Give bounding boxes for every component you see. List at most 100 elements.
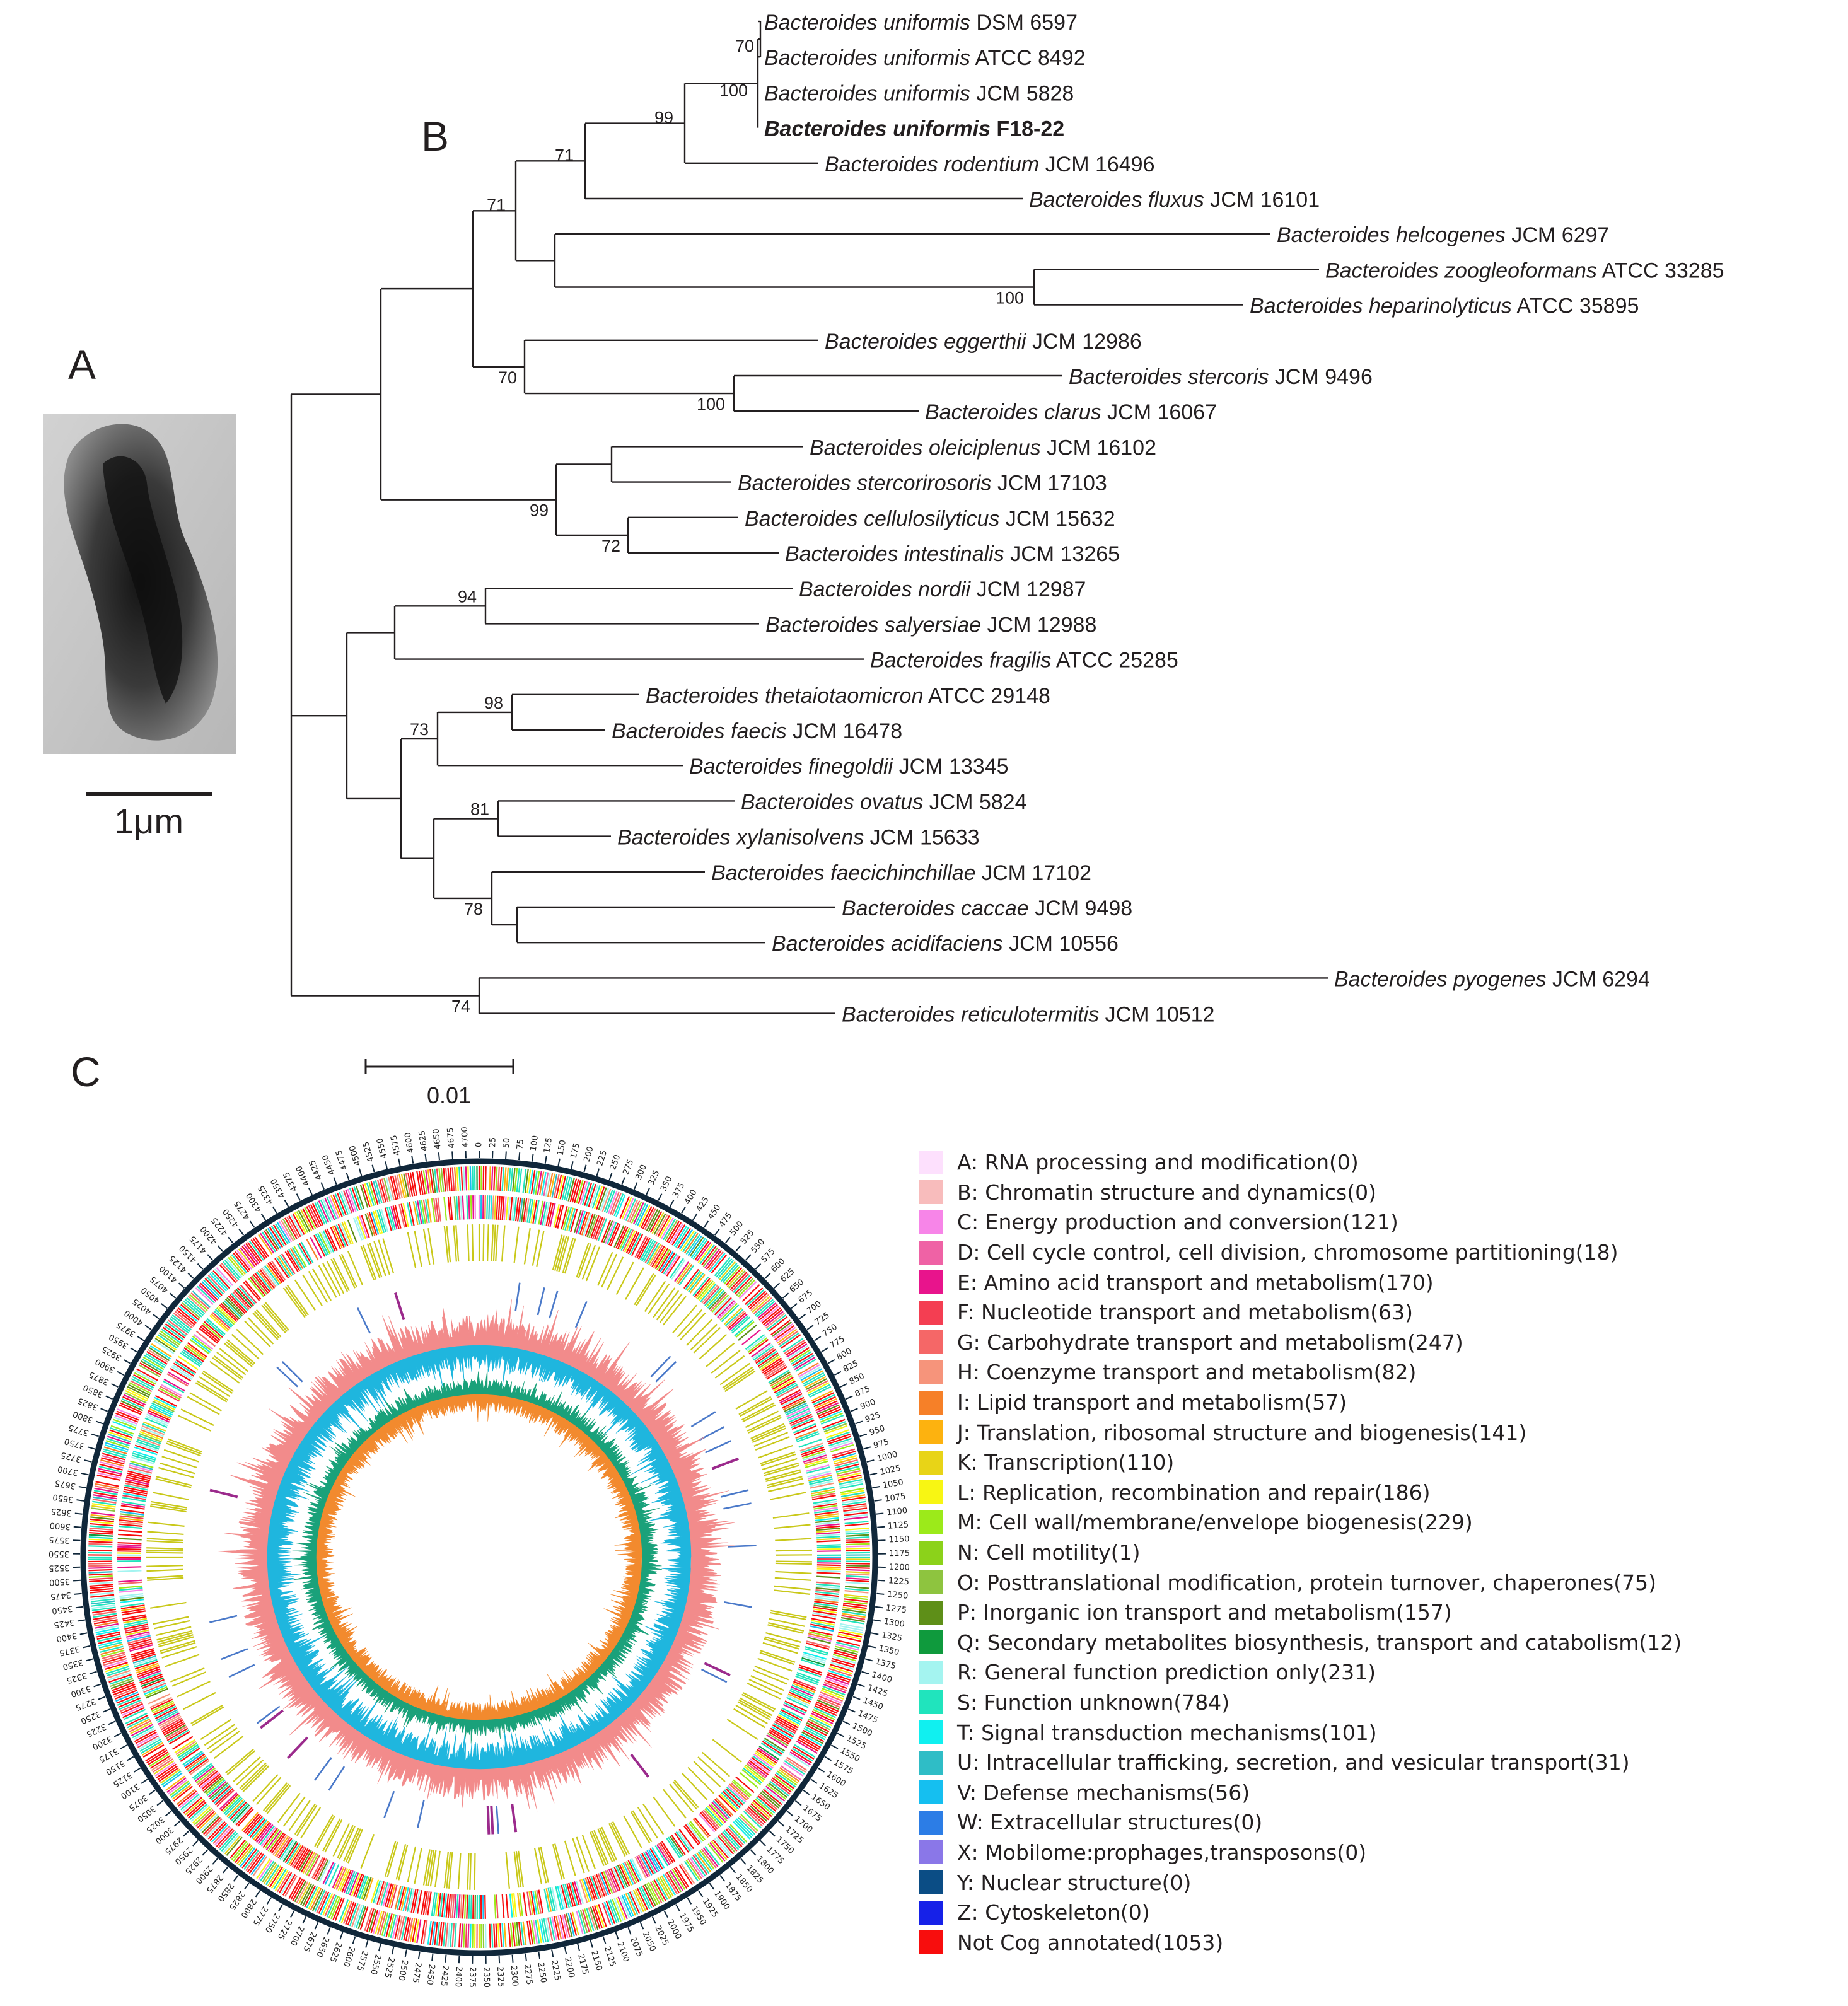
ncrna-feature [491,1224,494,1261]
cog-forward-strand-feature [613,1193,624,1217]
cog-reverse-strand-feature [758,1354,780,1369]
cog-reverse-strand-feature [202,1775,222,1792]
ncrna-feature [455,1225,460,1262]
cog-forward-strand-feature [820,1690,844,1700]
cog-reverse-strand-feature [182,1348,203,1364]
ncrna-feature [564,1840,576,1876]
cog-reverse-strand-feature [701,1284,719,1304]
cog-reverse-strand-feature [119,1513,144,1517]
cog-forward-strand-feature [284,1875,298,1897]
genome-tick [845,1395,853,1400]
cog-reverse-strand-feature [816,1570,841,1573]
cog-forward-strand-feature [465,1166,468,1191]
cog-reverse-strand-feature [189,1338,210,1355]
cog-forward-strand-feature [508,1923,511,1947]
cog-forward-strand-feature [95,1483,119,1490]
cog-reverse-strand-feature [123,1620,148,1626]
cog-reverse-strand-feature [141,1679,165,1690]
cog-reverse-strand-feature [776,1717,798,1731]
cog-forward-strand-feature [171,1783,192,1800]
cog-reverse-strand-feature [777,1714,800,1727]
cog-forward-strand-feature [798,1364,820,1377]
cog-forward-strand-feature [657,1877,670,1899]
cog-forward-strand-feature [168,1778,188,1795]
cog-reverse-strand-feature [234,1806,252,1824]
cog-forward-strand-feature [833,1454,857,1463]
cog-forward-strand-feature [543,1172,549,1197]
genome-tick-label: 775 [828,1334,847,1350]
ncrna-feature [739,1697,772,1717]
cog-forward-strand-feature [177,1307,197,1324]
cog-forward-strand-feature [334,1193,345,1217]
cog-forward-strand-feature [192,1806,211,1824]
cog-reverse-strand-feature [136,1664,160,1674]
cog-reverse-strand-feature [812,1612,837,1618]
cog-reverse-strand-feature [392,1205,400,1229]
cog-forward-strand-feature [182,1302,201,1319]
legend-label: R: General function prediction only(231) [957,1660,1376,1685]
tree-taxon-label: Bacteroides uniformis DSM 6597 [764,11,1078,35]
cog-reverse-strand-feature [431,1198,436,1222]
cog-forward-strand-feature [153,1339,175,1354]
cog-reverse-strand-feature [125,1478,149,1485]
cog-reverse-strand-feature [222,1795,240,1813]
cog-reverse-strand-feature [183,1347,204,1362]
cog-forward-strand-feature [359,1906,369,1930]
genome-tick [786,1811,794,1817]
cog-forward-strand-feature [576,1180,584,1204]
ncrna-feature [330,1258,349,1292]
cog-forward-strand-feature [398,1916,405,1940]
ncrna-feature [384,1841,397,1877]
cog-reverse-strand-feature [149,1408,171,1420]
cog-forward-strand-feature [260,1232,275,1254]
genome-tick [105,1395,113,1400]
cog-forward-strand-feature [832,1654,857,1662]
cog-reverse-strand-feature [135,1662,159,1672]
cog-forward-strand-feature [92,1608,117,1614]
cog-forward-strand-feature [632,1889,644,1912]
cog-forward-strand-feature [497,1166,500,1191]
legend-swatch [919,1150,943,1174]
cog-forward-strand-feature [294,1880,307,1903]
cog-forward-strand-feature [842,1499,866,1504]
cog-forward-strand-feature [844,1587,869,1592]
cog-forward-strand-feature [127,1386,149,1398]
tree-taxon-label: Bacteroides cellulosilyticus JCM 15632 [745,507,1115,531]
genome-tick-label: 4700 [460,1127,470,1148]
legend-swatch [919,1420,943,1445]
cog-forward-strand-feature [812,1394,835,1406]
cog-reverse-strand-feature [125,1476,150,1483]
cog-forward-strand-feature [108,1434,131,1443]
genome-backbone-ring [80,1158,878,1956]
cog-reverse-strand-feature [810,1625,834,1632]
legend-swatch [919,1450,943,1475]
cog-forward-strand-feature [752,1801,771,1819]
genome-tick-label: 4450 [321,1153,337,1176]
ncrna-feature [386,1841,398,1877]
cog-reverse-strand-feature [813,1505,838,1510]
legend-label: O: Posttranslational modification, prote… [957,1570,1656,1595]
cog-reverse-strand-feature [264,1829,280,1850]
genome-tick [82,1645,91,1649]
cog-reverse-strand-feature [513,1893,518,1918]
genome-tick [531,1154,534,1162]
ncrna-feature [693,1327,721,1354]
cog-forward-strand-feature [101,1457,125,1465]
cog-forward-strand-feature [817,1697,840,1708]
cog-forward-strand-feature [716,1836,733,1856]
cog-reverse-strand-feature [782,1396,805,1409]
cog-reverse-strand-feature [815,1589,840,1593]
cog-reverse-strand-feature [770,1727,792,1741]
legend-label: T: Signal transduction mechanisms(101) [957,1720,1377,1745]
cog-forward-strand-feature [211,1272,229,1290]
cog-reverse-strand-feature [719,1302,738,1321]
cog-reverse-strand-feature [119,1597,144,1601]
cog-reverse-strand-feature [624,1230,636,1253]
cog-reverse-strand-feature [787,1695,810,1707]
ncrna-feature [199,1376,231,1398]
cog-forward-strand-feature [165,1775,185,1792]
cog-forward-strand-feature [112,1420,136,1431]
cog-forward-strand-feature [845,1531,869,1535]
cog-reverse-strand-feature [811,1618,835,1624]
genome-tick [391,1947,395,1955]
